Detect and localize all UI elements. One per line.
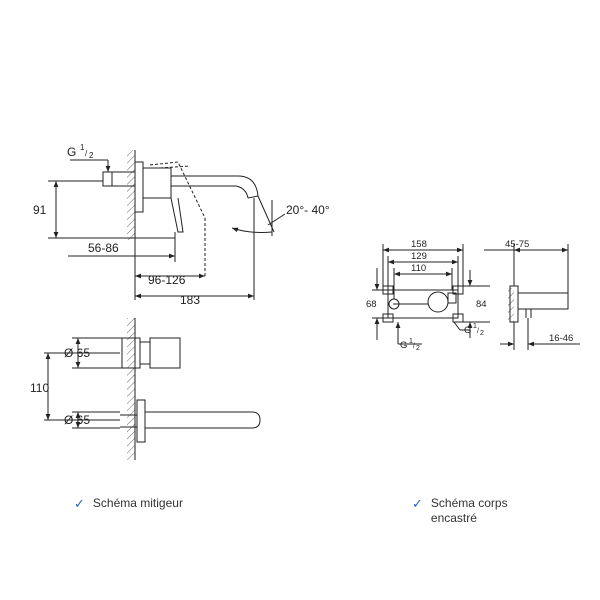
- body-thread-right-den: 2: [480, 330, 484, 337]
- check-icon: ✓: [74, 496, 85, 511]
- body-thread-right-label: G: [464, 325, 471, 336]
- dim-84: 84: [476, 299, 487, 310]
- dim-56-86: 56-86: [88, 241, 119, 255]
- caption-body-line1: Schéma corps: [430, 496, 508, 510]
- mixer-elevation-view: [44, 318, 261, 460]
- dim-158: 158: [411, 239, 427, 250]
- mixer-side-view: [48, 150, 286, 300]
- dia-top: Ø 65: [64, 346, 90, 360]
- dim-129: 129: [411, 251, 427, 262]
- body-valve: [427, 291, 449, 313]
- body-thread-right-num: 1: [473, 323, 477, 330]
- caption-mixer-text: Schéma mitigeur: [92, 496, 183, 510]
- inlet-pipe: [102, 171, 136, 187]
- dim-91: 91: [33, 203, 47, 217]
- dim-110-mixer: 110: [30, 381, 49, 395]
- mounting-plate: [134, 161, 144, 213]
- dia-bottom: Ø 65: [64, 413, 90, 427]
- dim-110-body: 110: [411, 263, 426, 274]
- dim-183: 183: [180, 293, 200, 307]
- caption-body-line2: encastré: [430, 511, 477, 525]
- dim-68: 68: [366, 299, 377, 310]
- lever-handle: [170, 197, 184, 233]
- caption-body: ✓ Schéma corps encastré: [412, 496, 508, 526]
- svg-text:/: /: [477, 328, 479, 335]
- mixer-thread-num: 1: [80, 143, 85, 152]
- dim-96-126: 96-126: [148, 273, 186, 287]
- body-thread-left-num: 1: [409, 338, 413, 345]
- dim-45-75: 45-75: [505, 239, 529, 250]
- mixer-thread-label: G: [67, 145, 76, 159]
- wall-hatch: [127, 150, 135, 240]
- mixer-thread-den: 2: [89, 151, 94, 160]
- spout-body: [145, 411, 261, 429]
- caption-mixer: ✓ Schéma mitigeur: [74, 496, 183, 511]
- body-side-view: [484, 244, 580, 350]
- body-front-view: [372, 244, 490, 345]
- svg-text:/: /: [413, 343, 415, 350]
- angle-label: 20°- 40°: [286, 203, 330, 217]
- spout-plate: [136, 399, 146, 443]
- caption-body-text: Schéma corps encastré: [431, 496, 508, 526]
- wall-hatch-lower: [127, 318, 135, 460]
- dim-16-46: 16-46: [549, 333, 573, 344]
- body-thread-left-label: G: [400, 340, 407, 351]
- body-wall-hatch: [508, 288, 514, 322]
- spout: [171, 175, 259, 199]
- svg-text:/: /: [85, 149, 88, 158]
- check-icon: ✓: [412, 496, 423, 511]
- body-thread-left-den: 2: [416, 345, 420, 352]
- lever-body: [142, 167, 172, 199]
- body-frame: [387, 289, 459, 319]
